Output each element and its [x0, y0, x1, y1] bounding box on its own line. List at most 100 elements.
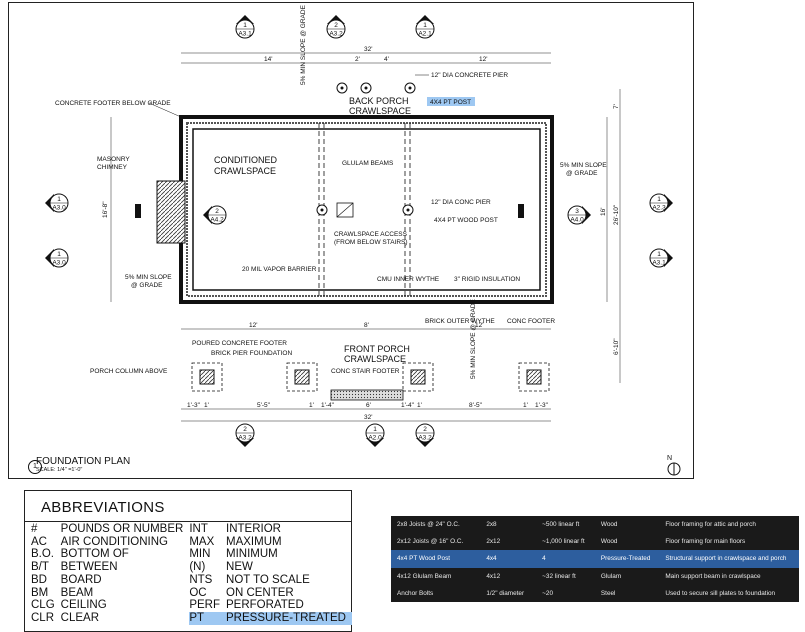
section-marker-sheet: A4.2 — [210, 217, 224, 224]
abbr-code: PT — [189, 611, 227, 625]
abbr-meaning: MINIMUM — [226, 548, 278, 561]
abbr-code: MAX — [189, 535, 215, 548]
material-purpose: Floor framing for attic and porch — [665, 521, 756, 529]
material-quantity: ~1,000 linear ft — [542, 538, 585, 546]
section-marker[interactable]: 1A3.1 — [649, 248, 673, 268]
section-marker[interactable]: 2A3.2 — [235, 423, 255, 447]
abbr-code: OC — [189, 586, 207, 599]
abbr-meaning: AIR CONDITIONING — [60, 535, 168, 548]
material-name: 2x8 Joists @ 24" O.C. — [397, 521, 460, 529]
dim-bot-8: 1' — [417, 402, 422, 409]
abbr-code: # — [31, 523, 38, 535]
dim-top-4: 4' — [384, 56, 389, 63]
section-marker-sheet: A3.0 — [52, 205, 66, 212]
label-pier12b: 12" DIA CONC PIER — [431, 199, 491, 206]
abbr-code: CLG — [31, 599, 55, 612]
material-quantity: ~500 linear ft — [542, 521, 580, 529]
section-marker-number: 1 — [657, 251, 661, 258]
label-conditioned: CONDITIONED — [214, 155, 278, 165]
section-marker-number: 1 — [373, 426, 377, 433]
label-post4x4b: 4X4 PT WOOD POST — [434, 217, 498, 224]
section-marker[interactable]: 1A3.0 — [45, 193, 69, 213]
material-purpose: Structural support in crawlspace and por… — [659, 550, 799, 568]
dim-bot-1: 1'-3" — [187, 402, 201, 409]
material-quantity: ~32 linear ft — [542, 572, 576, 580]
dim-right-7: 7' — [613, 104, 620, 109]
drawing-title: FOUNDATION PLAN SCALE: 1/4" =1'-0" — [36, 456, 130, 473]
section-marker[interactable]: 1A2.1 — [415, 15, 435, 39]
section-marker-sheet: A4.0 — [570, 217, 584, 224]
abbreviations-heading: ABBREVIATIONS — [25, 491, 351, 522]
abbr-code: BD — [31, 573, 47, 586]
material-purpose: Main support beam in crawlspace — [665, 572, 761, 580]
dim-right-16: 16' — [600, 208, 607, 216]
material-name: Anchor Bolts — [397, 589, 434, 597]
material-size: 2x8 — [486, 521, 497, 529]
section-marker[interactable]: 2A4.2 — [203, 205, 227, 225]
label-brick-pier: BRICK PIER FOUNDATION — [211, 350, 292, 357]
dim-bot-3: 5'-5" — [257, 402, 271, 409]
section-marker-sheet: A2.1 — [418, 31, 432, 38]
label-porch-column: PORCH COLUMN ABOVE — [90, 368, 168, 375]
abbr-code: BM — [31, 586, 49, 599]
label-slope-bottom: 5% MIN SLOPE @ GRADE — [470, 298, 477, 379]
label-conc-footer: CONC FOOTER — [507, 318, 555, 325]
material-quantity: ~20 — [542, 589, 553, 597]
label-back-porch-crawlspace: CRAWLSPACE — [349, 106, 411, 116]
section-marker-number: 2 — [243, 426, 247, 433]
label-slope-right-1: 5% MIN SLOPE — [560, 162, 607, 169]
label-slope-right-2: @ GRADE — [566, 170, 598, 177]
dim-right-6: 6'-10" — [613, 338, 620, 355]
dim-bot-9: 8'-5" — [469, 402, 483, 409]
section-marker[interactable]: 2A3.2 — [415, 423, 435, 447]
label-4x4-post-highlight: 4X4 PT POST — [430, 99, 471, 106]
label-crawl-access-1: CRAWLSPACE ACCESS — [334, 231, 408, 238]
drawing-sheet: 32' 14' 2' 4' 12' 12" DIA CONCRETE PIER … — [8, 2, 694, 479]
section-marker-number: 1 — [57, 251, 61, 258]
north-label: N — [667, 455, 673, 462]
label-glulam: GLULAM BEAMS — [342, 160, 394, 167]
section-marker[interactable]: 2A3.2 — [326, 15, 346, 39]
materials-row[interactable]: 2x12 Joists @ 16" O.C.2x12~1,000 linear … — [391, 533, 799, 550]
abbr-code: AC — [31, 535, 47, 548]
label-poured-concrete: POURED CONCRETE FOOTER — [192, 340, 287, 347]
section-marker-number: 1 — [423, 22, 427, 29]
material-size: 4x4 — [480, 550, 537, 568]
section-marker[interactable]: 1A2.0 — [365, 423, 385, 447]
section-marker-number: 1 — [657, 196, 661, 203]
abbr-code: INT — [189, 523, 208, 535]
material-type: Glulam — [600, 572, 622, 580]
dim-left-16: 16'-8" — [102, 201, 109, 218]
abbr-meaning: BOARD — [60, 573, 102, 586]
material-type: Steel — [600, 589, 616, 597]
label-concrete-footer-below: CONCRETE FOOTER BELOW GRADE — [55, 100, 171, 107]
label-conditioned-crawlspace: CRAWLSPACE — [214, 166, 276, 176]
abbr-meaning: PERFORATED — [226, 599, 304, 612]
section-marker-sheet: A3.2 — [238, 435, 252, 442]
material-quantity: 4 — [536, 550, 595, 568]
section-marker[interactable]: 3A4.0 — [567, 205, 591, 225]
dim-mid-8: 8' — [364, 322, 369, 329]
dim-bot-6: 6' — [366, 402, 371, 409]
section-marker-sheet: A3.2 — [418, 435, 432, 442]
label-back-porch: BACK PORCH — [349, 96, 409, 106]
label-brick-outer: BRICK OUTER WYTHE — [425, 318, 495, 325]
dim-top-12: 12' — [479, 56, 487, 63]
abbr-meaning: PRESSURE-TREATED — [226, 611, 352, 625]
dim-top-14: 14' — [264, 56, 272, 63]
abbr-meaning: NOT TO SCALE — [226, 573, 310, 586]
section-marker[interactable]: 1A2.3 — [649, 193, 673, 213]
section-marker[interactable]: 1A3.1 — [235, 15, 255, 39]
section-marker[interactable]: 1A3.0 — [45, 248, 69, 268]
label-front-porch: FRONT PORCH — [344, 344, 410, 354]
